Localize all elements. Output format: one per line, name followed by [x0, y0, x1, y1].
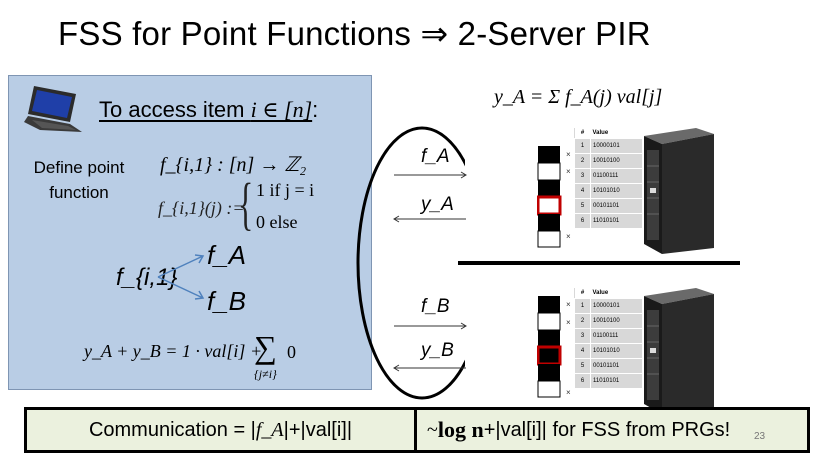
row-value: 10010100 — [590, 312, 643, 329]
ya-formula: y_A = Σ f_A(j) val[j] — [494, 86, 663, 108]
communication-box: Communication = |f_A|+|val[i]| — [24, 407, 417, 453]
row-value: 01100111 — [590, 167, 643, 184]
row-value: 10000101 — [590, 137, 643, 154]
sum-tail: 0 — [287, 342, 296, 362]
server-b-icon — [644, 288, 714, 414]
ya-message-label: y_A — [421, 194, 454, 215]
x-mark: × — [566, 388, 571, 397]
row-num: 1 — [574, 137, 591, 154]
sum-equation: y_A + y_B = 1 · val[i] + — [84, 341, 263, 361]
key-strip-b — [537, 296, 562, 398]
case-one: 1 if j = i — [256, 180, 315, 200]
row-num: 6 — [574, 212, 591, 229]
row-value: 00101101 — [590, 357, 643, 374]
row-value: 10101010 — [590, 182, 643, 199]
case-two: 0 else — [256, 212, 298, 232]
row-value: 00101101 — [590, 197, 643, 214]
x-mark: × — [566, 300, 571, 309]
x-mark: × — [566, 167, 571, 176]
row-num: 2 — [574, 312, 591, 329]
key-strip-a — [537, 146, 562, 248]
cases-brace: { — [238, 171, 254, 236]
x-mark: × — [566, 150, 571, 159]
define-label-line2: function — [49, 183, 109, 202]
fss-tilde: ~ — [427, 418, 438, 441]
split-arrows — [157, 254, 205, 300]
communication-fa: f_A — [255, 418, 284, 441]
header-value: Value — [590, 128, 643, 138]
header-num: # — [574, 128, 591, 138]
page-number: 23 — [754, 431, 766, 442]
laptop-icon — [24, 86, 82, 132]
access-heading: To access item i ∈ [n]: — [99, 97, 318, 123]
server-a-icon — [644, 128, 714, 254]
row-num: 3 — [574, 327, 591, 344]
row-num: 3 — [574, 167, 591, 184]
client-ellipse — [356, 126, 465, 400]
access-heading-suffix: : — [312, 97, 319, 122]
row-num: 4 — [574, 342, 591, 359]
split-b: f_B — [207, 286, 247, 316]
sum-symbol: ∑ — [254, 329, 277, 365]
row-value: 10000101 — [590, 297, 643, 314]
header-value: Value — [590, 288, 643, 298]
row-value: 11010101 — [590, 212, 643, 229]
split-a: f_A — [207, 240, 247, 270]
server-divider — [458, 261, 740, 265]
row-value: 01100111 — [590, 327, 643, 344]
define-label-line1: Define point — [33, 158, 125, 177]
access-heading-prefix: To access item — [99, 97, 251, 122]
yb-message-label: y_B — [421, 340, 454, 361]
x-mark: × — [566, 318, 571, 327]
communication-suffix: |+|val[i]| — [283, 418, 353, 441]
slide-title: FSS for Point Functions ⇒ 2-Server PIR — [58, 15, 651, 52]
fb-message-label: f_B — [421, 296, 450, 317]
row-value: 11010101 — [590, 372, 643, 389]
function-signature: f_{i,1} : [n] → ℤ₂ — [160, 154, 307, 176]
fss-suffix: +|val[i]| for FSS from PRGs! — [483, 418, 731, 441]
communication-prefix: Communication = | — [88, 418, 256, 441]
row-num: 6 — [574, 372, 591, 389]
message-arrows — [393, 171, 467, 372]
row-num: 5 — [574, 197, 591, 214]
split-source: f_{i,1} — [116, 264, 178, 291]
row-num: 4 — [574, 182, 591, 199]
header-num: # — [574, 288, 591, 298]
row-num: 5 — [574, 357, 591, 374]
fa-message-label: f_A — [421, 146, 450, 167]
row-value: 10010100 — [590, 152, 643, 169]
define-label: Define point function — [18, 155, 140, 205]
sum-subscript: {j≠i} — [254, 367, 277, 381]
fss-log-n: log n — [437, 417, 484, 442]
fss-cost-box: ~ log n +|val[i]| for FSS from PRGs! — [417, 407, 810, 453]
x-mark: × — [566, 232, 571, 241]
definition-lhs: f_{i,1}(j) := — [158, 198, 245, 218]
row-value: 10101010 — [590, 342, 643, 359]
row-num: 2 — [574, 152, 591, 169]
row-num: 1 — [574, 297, 591, 314]
access-heading-math: i ∈ [n] — [250, 97, 313, 122]
